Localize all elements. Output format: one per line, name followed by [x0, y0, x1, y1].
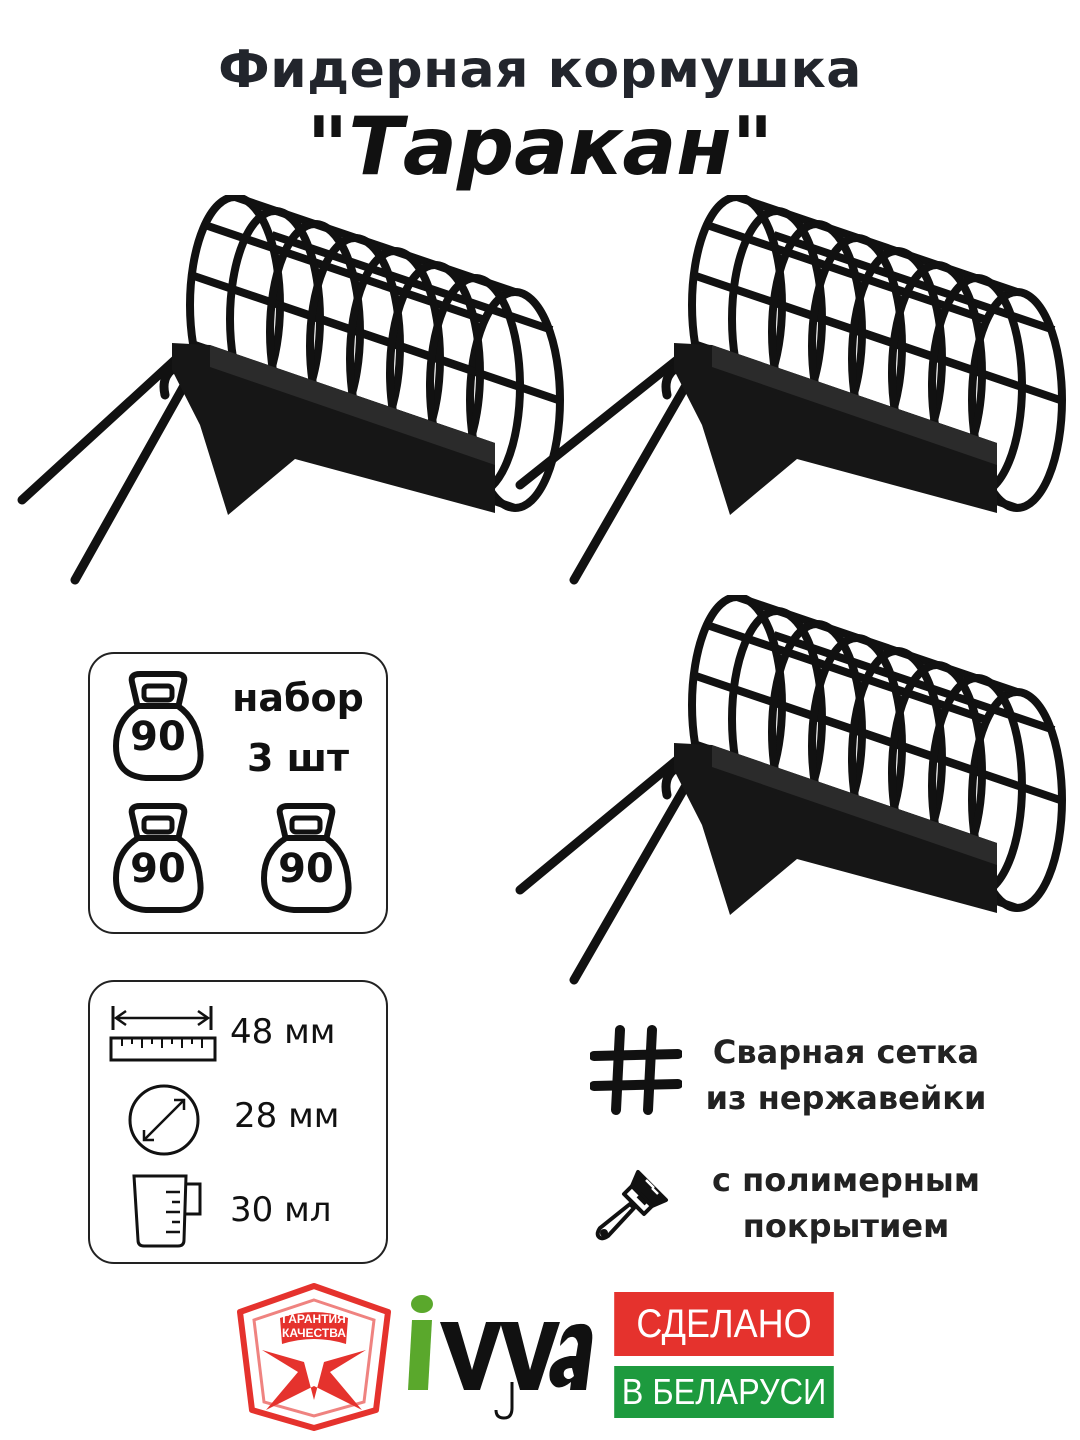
feature-mesh-line-1: Сварная сетка [712, 1033, 980, 1071]
paint-brush-icon [595, 1170, 668, 1241]
ruler-icon [109, 1006, 217, 1062]
kettlebell-icon: 90 [108, 800, 208, 920]
diameter-icon [128, 1084, 200, 1156]
made-in-label-line-2: В БЕЛАРУСИ [614, 1366, 834, 1418]
feeder-image-2 [515, 195, 1066, 585]
measuring-cup-icon [132, 1174, 202, 1248]
feature-coating-line-1: с полимерным [711, 1161, 981, 1199]
set-label-line-2: 3 шт [246, 736, 350, 780]
set-label-line-1: набор [232, 676, 364, 720]
brand-logo-mark [408, 1295, 514, 1420]
diameter-value: 28 мм [234, 1096, 340, 1136]
quality-line-2: КАЧЕСТВА [282, 1326, 346, 1340]
brand-letters [440, 1322, 593, 1390]
weight-label: 90 [130, 846, 186, 892]
kettlebell-icon: 90 [256, 800, 356, 920]
feeder-image-1 [17, 195, 564, 585]
feature-mesh-line-2: из нержавейки [705, 1079, 987, 1117]
kettlebell-icon: 90 [108, 668, 208, 788]
length-value: 48 мм [230, 1012, 336, 1052]
volume-value: 30 мл [230, 1190, 332, 1230]
title-line-1: Фидерная кормушка [218, 40, 862, 100]
quality-line-1: ГАРАНТИЯ [282, 1312, 346, 1326]
weight-label: 90 [278, 846, 334, 892]
weight-label: 90 [130, 714, 186, 760]
title-line-2: "Таракан" [306, 100, 774, 193]
quality-guarantee-badge: ГАРАНТИЯ КАЧЕСТВА [234, 1282, 394, 1432]
feature-coating-line-2: покрытием [742, 1207, 950, 1245]
set-info-box: 90 90 90 набор 3 шт [88, 652, 388, 934]
feeder-image-3 [515, 595, 1066, 985]
grid-icon [590, 1025, 682, 1115]
dimensions-box: 48 мм 28 мм 30 мл [88, 980, 388, 1264]
made-in-label-line-1: СДЕЛАНО [614, 1292, 834, 1356]
brand-logo: ivva [400, 1290, 595, 1425]
